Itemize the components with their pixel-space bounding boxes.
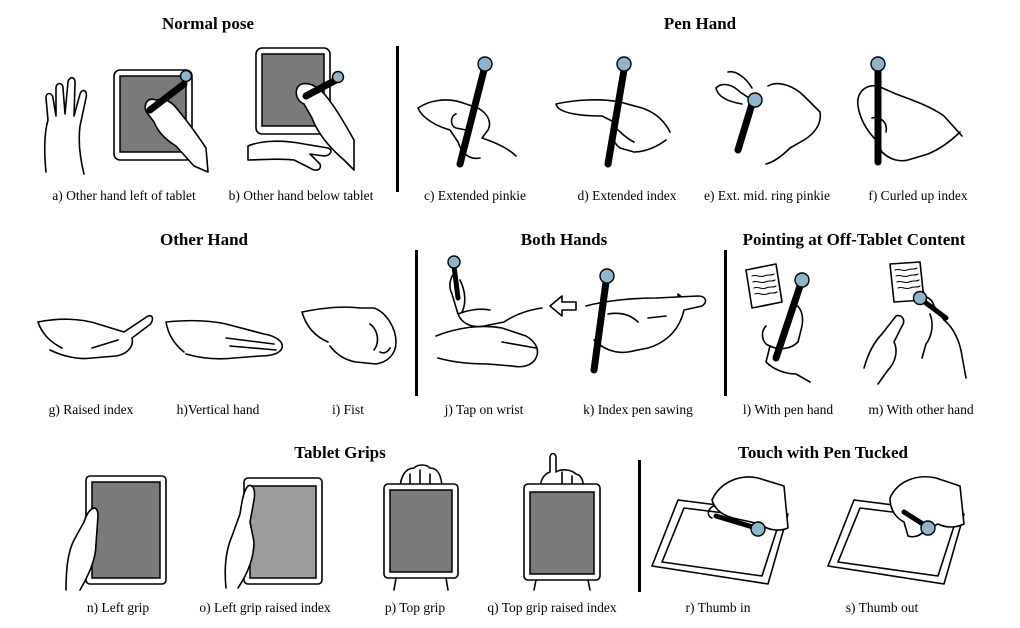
figure-i-fist: [301, 306, 397, 365]
hand-icon: [435, 325, 539, 368]
figure-l-with-pen-hand: [745, 263, 811, 383]
heading-pen-hand: Pen Hand: [663, 14, 737, 33]
caption-m: m) With other hand: [868, 402, 974, 417]
tablet-icon: [243, 477, 323, 585]
pen-tip-icon: [870, 56, 886, 72]
hand-icon: [856, 84, 963, 162]
hand-icon: [715, 70, 822, 165]
section-divider: [638, 460, 641, 592]
figure-o-left-grip-raised-index: [224, 477, 323, 589]
heading-pointing: Pointing at Off-Tablet Content: [742, 230, 966, 249]
section-divider: [396, 46, 399, 192]
caption-o: o) Left grip raised index: [199, 600, 331, 615]
pen-tip-icon: [794, 272, 810, 288]
hand-icon: [43, 76, 88, 175]
caption-e: e) Ext. mid. ring pinkie: [704, 188, 830, 203]
figure-r-thumb-in: [651, 476, 789, 585]
caption-k: k) Index pen sawing: [583, 402, 693, 417]
figure-p-top-grip: [383, 464, 459, 591]
hand-icon: [449, 271, 543, 328]
tablet-icon: [383, 483, 459, 579]
pen-tip-icon: [747, 92, 763, 108]
caption-l: l) With pen hand: [742, 402, 834, 417]
heading-other-hand: Other Hand: [159, 230, 249, 249]
caption-j: j) Tap on wrist: [444, 402, 524, 417]
caption-s: s) Thumb out: [845, 600, 919, 615]
hand-icon: [707, 476, 789, 531]
heading-tablet-grips: Tablet Grips: [294, 443, 386, 462]
pen-tip-icon: [179, 69, 193, 83]
caption-h: h)Vertical hand: [176, 402, 260, 417]
section-divider: [415, 250, 418, 396]
pen-tip-icon: [331, 70, 345, 84]
heading-touch-pen-tucked: Touch with Pen Tucked: [738, 443, 908, 462]
hand-icon: [65, 507, 99, 591]
hand-icon: [585, 295, 707, 354]
figure-k-index-pen-sawing: [549, 268, 707, 374]
caption-d: d) Extended index: [577, 188, 677, 203]
pen-tip-icon: [599, 268, 615, 284]
pen-tip-icon: [920, 520, 936, 536]
figure-b-other-hand-below: [247, 47, 355, 171]
caption-g: g) Raised index: [48, 402, 134, 417]
hand-icon: [761, 303, 811, 383]
caption-p: p) Top grip: [384, 600, 446, 615]
figure-s-thumb-out: [827, 476, 965, 585]
hand-icon: [37, 314, 154, 360]
hand-icon: [539, 452, 584, 493]
hand-icon: [224, 484, 256, 589]
pen-tip-icon: [750, 521, 766, 537]
caption-r: r) Thumb in: [685, 600, 751, 615]
figure-c-extended-pinkie: [417, 56, 517, 168]
hand-icon: [247, 140, 332, 171]
figure-e-ext-mid-ring-pinkie: [715, 70, 822, 165]
pen-tip-icon: [447, 255, 461, 269]
hand-icon: [917, 295, 967, 379]
hand-icon: [144, 98, 209, 173]
caption-a: a) Other hand left of tablet: [52, 188, 196, 203]
caption-q: q) Top grip raised index: [487, 600, 617, 615]
heading-normal-pose: Normal pose: [161, 14, 255, 33]
figure-h-vertical-hand: [165, 319, 284, 360]
figure-d-extended-index: [555, 56, 671, 168]
caption-c: c) Extended pinkie: [424, 188, 526, 203]
figure-j-tap-on-wrist: [435, 255, 543, 368]
figure-q-top-grip-raised-index: [523, 452, 601, 591]
section-divider: [724, 250, 727, 396]
paper-note-icon: [745, 263, 783, 309]
figure-f-curled-up-index: [856, 56, 963, 166]
hand-icon: [301, 306, 397, 365]
figure-m-with-other-hand: [863, 261, 967, 385]
figure-a-other-hand-left: [43, 69, 209, 175]
tablet-icon: [523, 483, 601, 581]
figure-n-left-grip: [65, 475, 167, 591]
tablet-icon: [85, 475, 167, 585]
pen-tip-icon: [912, 290, 928, 306]
pen-tip-icon: [616, 56, 632, 72]
heading-both-hands: Both Hands: [520, 230, 608, 249]
hand-icon: [889, 476, 965, 538]
caption-n: n) Left grip: [86, 600, 150, 615]
caption-f: f) Curled up index: [868, 188, 968, 203]
hand-icon: [165, 319, 284, 360]
caption-i: i) Fist: [332, 402, 364, 417]
hand-icon: [863, 314, 905, 385]
caption-b: b) Other hand below tablet: [228, 188, 374, 203]
pen-tip-icon: [477, 56, 493, 72]
figure-g-raised-index: [37, 314, 154, 360]
direction-arrow-icon: [549, 295, 577, 317]
